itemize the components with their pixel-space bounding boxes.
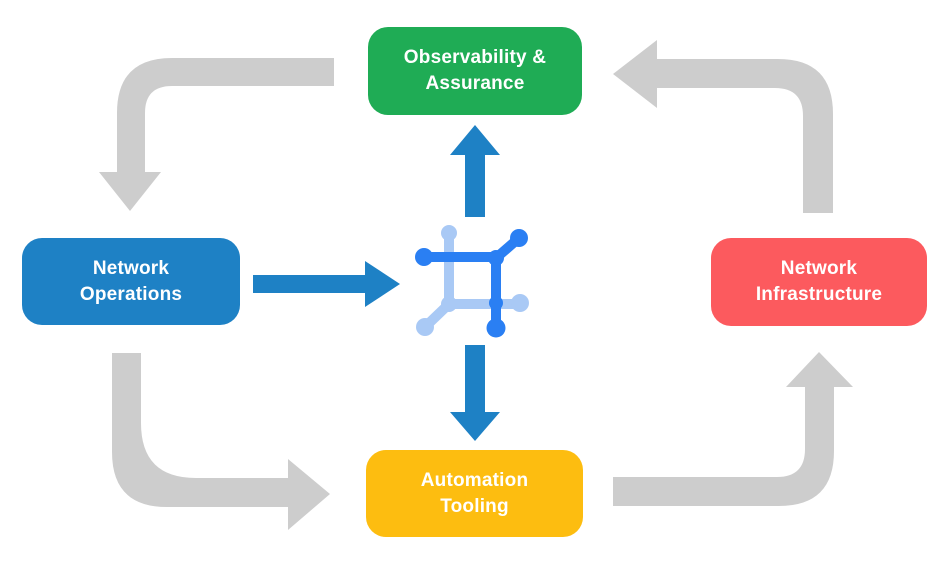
arrow-observability-to-operations xyxy=(99,58,334,211)
node-observability-assurance: Observability & Assurance xyxy=(368,27,582,115)
node-network-operations: Network Operations xyxy=(22,238,240,325)
arrow-infrastructure-to-observability xyxy=(613,40,833,213)
network-grid-icon-dark-layer xyxy=(415,229,528,338)
network-grid-icon xyxy=(415,225,529,338)
arrow-operations-to-automation xyxy=(112,353,330,530)
arrow-operations-to-center xyxy=(253,261,400,307)
node-network-infrastructure: Network Infrastructure xyxy=(711,238,927,326)
node-automation-tooling: Automation Tooling xyxy=(366,450,583,537)
arrow-center-to-observability xyxy=(450,125,500,217)
arrow-automation-to-infrastructure xyxy=(613,352,853,506)
arrow-center-to-automation xyxy=(450,345,500,441)
network-grid-icon-light-layer xyxy=(416,225,529,336)
